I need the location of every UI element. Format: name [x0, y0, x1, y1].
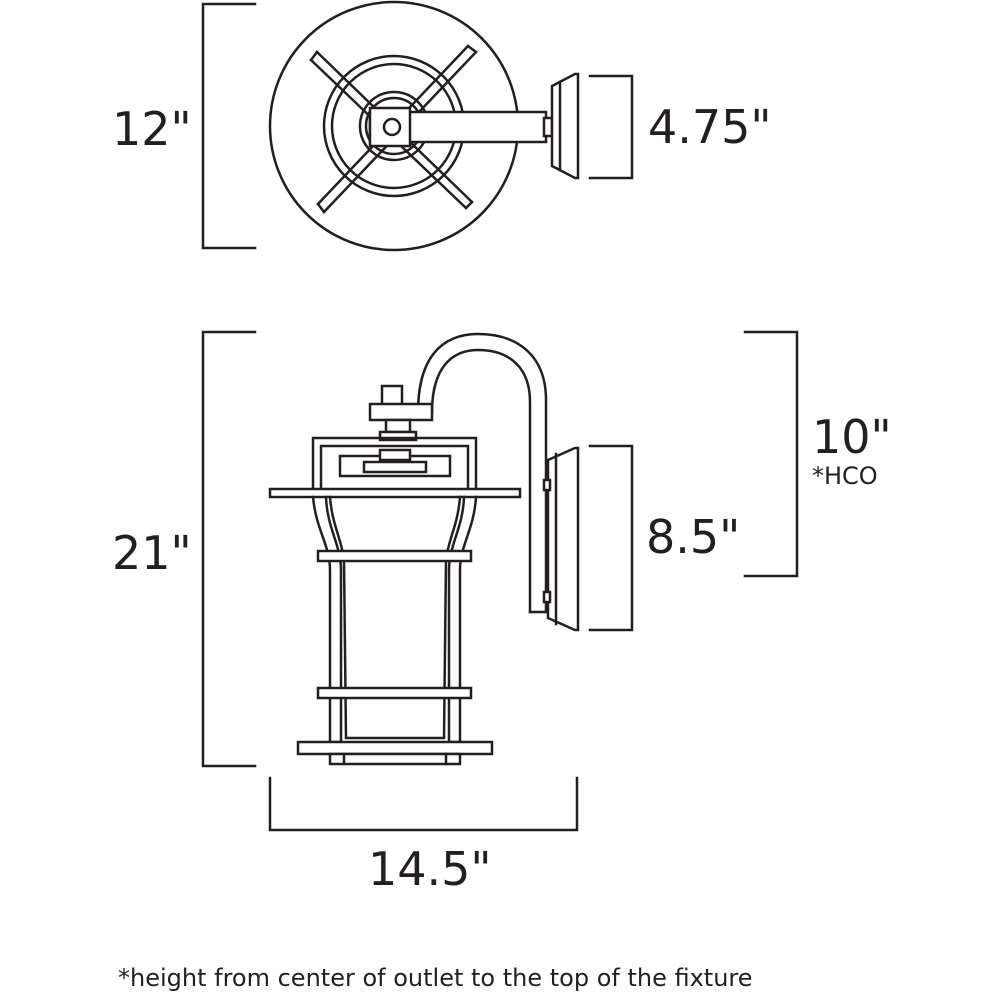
arm-nut [378, 430, 418, 442]
top-view [201, 0, 634, 252]
top-arm-knuckle [368, 106, 412, 148]
footnote: *height from center of outlet to the top… [118, 964, 753, 992]
gooseneck-arm-inner [430, 348, 532, 614]
top-backplate [550, 72, 580, 180]
dimension-bracket-4-75 [588, 74, 634, 180]
lantern-base-foot [328, 752, 462, 766]
side-view [201, 330, 799, 832]
hco-note: *HCO [812, 462, 878, 490]
cage-band-1 [316, 549, 473, 563]
arm-clamp [368, 402, 434, 422]
dimension-bracket-14-5 [268, 776, 579, 832]
dimension-bracket-8-5 [588, 444, 634, 632]
lantern-cap [311, 436, 478, 492]
dimension-label-12: 12" [112, 102, 192, 156]
arm-stem [384, 418, 412, 434]
cage-band-2 [316, 686, 473, 700]
lantern-glass-outline [328, 495, 462, 740]
dimension-bracket-21 [201, 330, 257, 768]
lantern-top-disc [268, 487, 522, 499]
dimension-label-8-5: 8.5" [646, 510, 741, 564]
dimension-label-14-5: 14.5" [368, 842, 492, 896]
dimension-label-10: 10" [812, 410, 892, 464]
lantern-base-plate [296, 740, 494, 756]
side-backplate [546, 446, 580, 632]
top-arm-bolt [382, 117, 402, 137]
dimension-bracket-10 [743, 330, 799, 578]
dimension-label-4-75: 4.75" [648, 100, 772, 154]
gooseneck-arm [416, 332, 548, 614]
dimension-bracket-12 [201, 2, 257, 250]
dimension-label-21: 21" [112, 526, 192, 580]
